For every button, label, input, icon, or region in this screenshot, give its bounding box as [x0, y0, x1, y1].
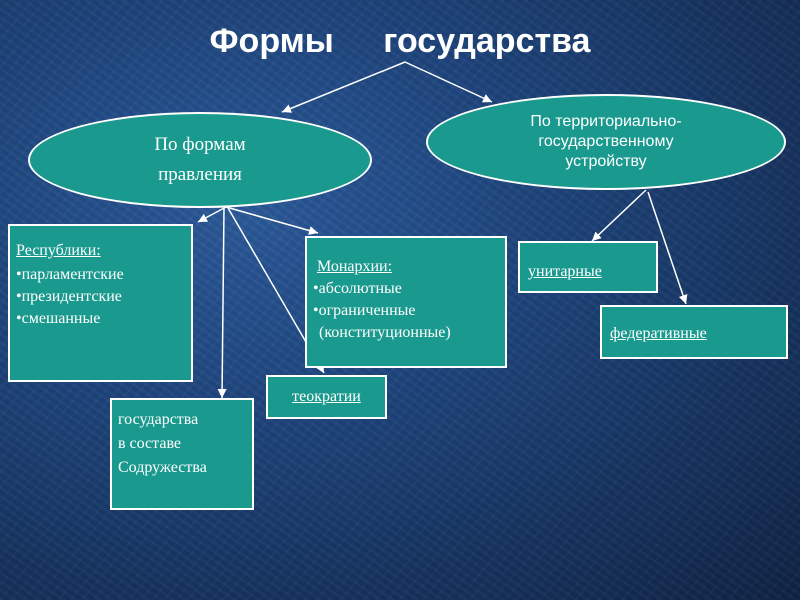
box-commonwealth: государства в составе Содружества	[110, 398, 254, 510]
node-forms-of-government: По формам правления	[28, 112, 372, 208]
connector-title-right	[404, 61, 493, 103]
unitary-label: унитарные	[528, 263, 602, 280]
box-federal: федеративные	[600, 305, 788, 359]
commonwealth-line1: государства	[118, 411, 199, 428]
node-territorial-structure-line2: государственному	[538, 133, 674, 150]
list-item: смешанные	[16, 308, 185, 330]
connector-left-monarchies	[225, 206, 319, 235]
federal-label: федеративные	[610, 325, 707, 342]
connector-left-commonwealth	[217, 207, 227, 399]
node-forms-of-government-line1: По формам	[154, 134, 246, 155]
list-item: ограниченные	[313, 300, 499, 322]
box-republics: Республики: парламентские президентские …	[8, 224, 193, 382]
node-territorial-structure: По территориально- государственному устр…	[426, 94, 786, 190]
connector-left-republics	[197, 206, 227, 223]
connector-right-unitary	[591, 189, 647, 242]
node-forms-of-government-line2: правления	[158, 164, 242, 185]
commonwealth-line3: Содружества	[118, 459, 207, 476]
republics-heading: Республики:	[16, 242, 101, 259]
box-unitary: унитарные	[518, 241, 658, 293]
connector-title-left	[281, 61, 406, 113]
node-territorial-structure-line3: устройству	[565, 153, 647, 170]
list-item: парламентские	[16, 264, 185, 286]
list-item-text: (конституционные)	[319, 324, 451, 341]
connector-right-federal	[647, 191, 688, 305]
list-item-continued: (конституционные)	[313, 322, 499, 344]
box-monarchies: Монархии: абсолютные ограниченные (конст…	[305, 236, 507, 368]
diagram-title: Формы государства	[209, 22, 591, 60]
list-item: абсолютные	[313, 278, 499, 300]
box-theocracies: теократии	[266, 375, 387, 419]
commonwealth-line2: в составе	[118, 435, 182, 452]
list-item: президентские	[16, 286, 185, 308]
monarchies-heading: Монархии:	[317, 258, 393, 275]
theocracies-label: теократии	[292, 388, 361, 405]
node-territorial-structure-line1: По территориально-	[530, 113, 682, 130]
republics-list: парламентские президентские смешанные	[16, 264, 185, 330]
monarchies-list: абсолютные ограниченные (конституционные…	[313, 278, 499, 344]
